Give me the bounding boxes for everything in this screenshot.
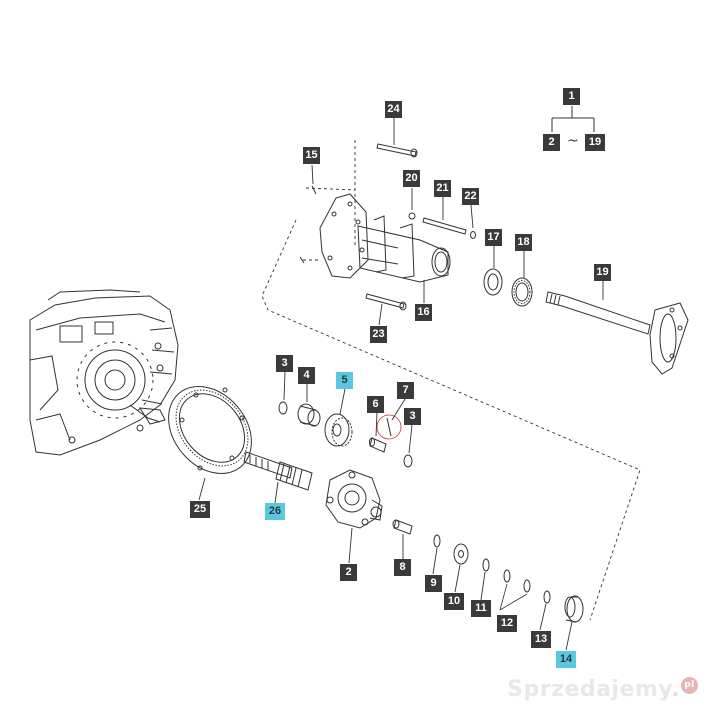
snap-ring-13 bbox=[543, 590, 551, 604]
callout-9[interactable]: 9 bbox=[425, 575, 442, 592]
callout-8[interactable]: 8 bbox=[394, 559, 411, 576]
assembly-bracket bbox=[551, 106, 595, 132]
ball-20 bbox=[408, 212, 416, 220]
callout-16[interactable]: 16 bbox=[415, 304, 432, 321]
callout-21[interactable]: 21 bbox=[434, 180, 451, 197]
range-separator: ~ bbox=[567, 133, 579, 149]
axle-shaft bbox=[545, 291, 689, 375]
callout-2[interactable]: 2 bbox=[340, 564, 357, 581]
leader-lines bbox=[198, 118, 604, 651]
callout-18[interactable]: 18 bbox=[515, 234, 532, 251]
callout-3-right[interactable]: 3 bbox=[404, 408, 421, 425]
washer-10 bbox=[453, 543, 469, 565]
needle-bearing bbox=[297, 403, 321, 427]
snap-ring-11 bbox=[482, 558, 490, 572]
roll-pin bbox=[386, 417, 392, 437]
bolt-23 bbox=[365, 293, 407, 311]
snap-ring-9 bbox=[433, 534, 441, 548]
thrust-washer-left bbox=[278, 401, 288, 415]
roll-pin-detail bbox=[376, 414, 402, 440]
axle-bearing bbox=[511, 277, 533, 307]
bolt-24 bbox=[376, 143, 418, 158]
bolt bbox=[392, 519, 413, 535]
axle-housing bbox=[319, 193, 451, 283]
callout-25[interactable]: 25 bbox=[190, 501, 210, 518]
callout-15[interactable]: 15 bbox=[303, 147, 320, 164]
callout-26[interactable]: 26 bbox=[265, 503, 285, 520]
callout-5[interactable]: 5 bbox=[336, 372, 353, 389]
dowel-lower bbox=[299, 256, 305, 264]
watermark: Sprzedajemy.pl bbox=[507, 677, 698, 702]
callout-11[interactable]: 11 bbox=[471, 600, 491, 617]
callout-19-range-end[interactable]: 19 bbox=[585, 134, 605, 151]
callout-20[interactable]: 20 bbox=[403, 170, 420, 187]
leader-12 bbox=[499, 583, 528, 611]
callout-7[interactable]: 7 bbox=[397, 382, 414, 399]
ring-gear bbox=[168, 386, 252, 474]
callout-24[interactable]: 24 bbox=[385, 101, 402, 118]
callout-3-left[interactable]: 3 bbox=[276, 355, 293, 372]
planet-pin bbox=[369, 437, 387, 453]
planet-carrier bbox=[325, 469, 383, 529]
callout-6[interactable]: 6 bbox=[367, 396, 384, 413]
thrust-washer-right bbox=[403, 454, 413, 468]
callout-14[interactable]: 14 bbox=[556, 651, 576, 668]
watermark-tld: pl bbox=[681, 677, 698, 694]
spring-21 bbox=[422, 217, 467, 235]
oil-seal bbox=[483, 268, 503, 296]
callout-12[interactable]: 12 bbox=[497, 615, 517, 632]
callout-17[interactable]: 17 bbox=[485, 229, 502, 246]
callout-4[interactable]: 4 bbox=[298, 367, 315, 384]
transmission-housing bbox=[29, 289, 179, 456]
planet-gear bbox=[324, 413, 353, 447]
callout-10[interactable]: 10 bbox=[444, 593, 464, 610]
callout-19[interactable]: 19 bbox=[594, 264, 611, 281]
watermark-brand: Sprzedajemy bbox=[507, 677, 672, 702]
shim-12a bbox=[503, 569, 511, 583]
assembly-guides bbox=[261, 140, 641, 621]
callout-2-range-start[interactable]: 2 bbox=[543, 134, 560, 151]
dowel-15 bbox=[311, 185, 317, 195]
bearing-14 bbox=[564, 595, 584, 623]
planet-shaft bbox=[243, 451, 313, 491]
plug-22 bbox=[470, 231, 476, 239]
callout-13[interactable]: 13 bbox=[531, 631, 551, 648]
callout-22[interactable]: 22 bbox=[462, 188, 479, 205]
shim-12b bbox=[523, 579, 531, 593]
callout-1[interactable]: 1 bbox=[563, 88, 580, 105]
callout-23[interactable]: 23 bbox=[370, 326, 387, 343]
